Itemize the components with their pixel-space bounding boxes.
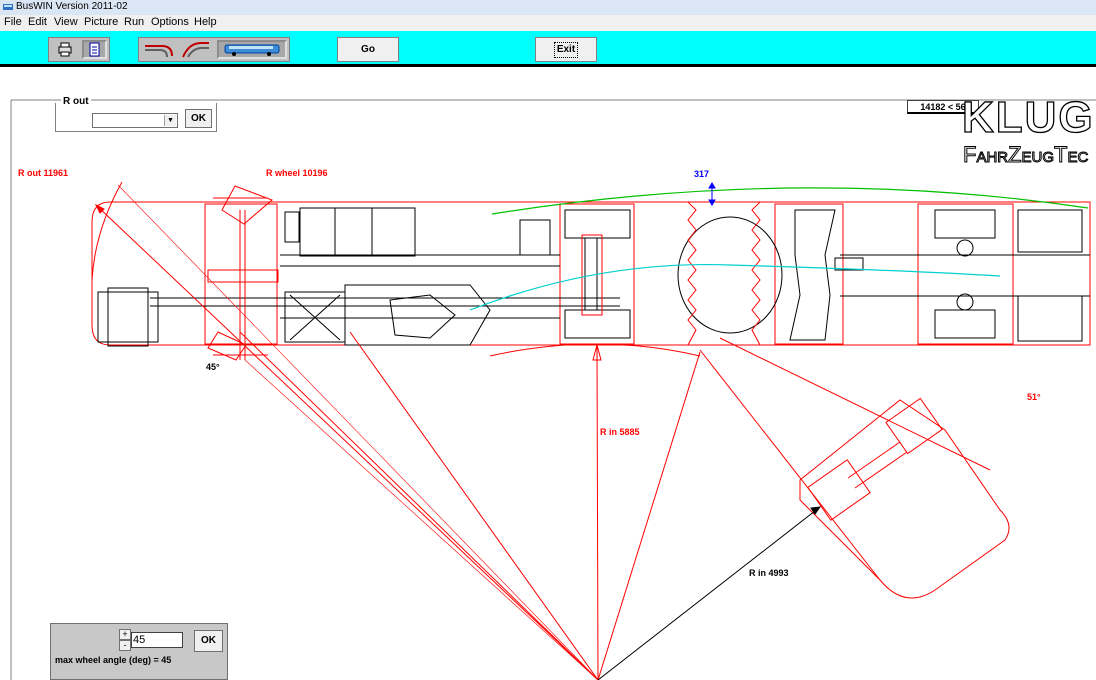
menu-edit[interactable]: Edit (28, 16, 47, 28)
menu-file[interactable]: File (4, 16, 22, 28)
go-label: Go (361, 44, 375, 55)
r-out-ok-button[interactable]: OK (185, 109, 212, 128)
curve-path-alt-button[interactable] (179, 40, 213, 59)
bus-icon (224, 44, 280, 56)
curve-path-button[interactable] (142, 40, 176, 59)
wheel-angle-panel: + - 45 OK max wheel angle (deg) = 45 (50, 623, 228, 680)
offset-arrow (708, 182, 716, 206)
r-wheel-label: R wheel 10196 (266, 168, 328, 178)
radius-readout: 14182 < 56 (907, 100, 979, 114)
offset-label: 317 (694, 169, 710, 179)
r-out-legend: R out (61, 96, 91, 107)
articulation-bellows (207, 185, 761, 361)
r-in-label-1: R in 5885 (600, 427, 640, 437)
r-out-select[interactable]: ▼ (92, 113, 178, 128)
inner-radius-arrow (597, 506, 822, 680)
outer-trajectory (491, 187, 1089, 215)
print-button[interactable] (53, 40, 77, 59)
print-icon (58, 42, 72, 57)
exit-button[interactable]: Exit (535, 37, 597, 62)
go-button[interactable]: Go (337, 37, 399, 62)
rear-angle-label: 51° (1027, 392, 1041, 402)
menu-bar: File Edit View Picture Run Options Help (0, 15, 1096, 31)
trailer-section (699, 337, 1010, 599)
r-out-label: R out 11961 (18, 168, 69, 178)
menu-help[interactable]: Help (194, 16, 217, 28)
wheel-angle-status: max wheel angle (deg) = 45 (55, 655, 172, 665)
inner-trajectory (469, 263, 1001, 311)
menu-picture[interactable]: Picture (84, 16, 119, 28)
app-icon (3, 4, 13, 10)
wheel-angle-ok-button[interactable]: OK (194, 630, 223, 652)
curve-path-icon (145, 45, 173, 58)
decrement-button[interactable]: - (119, 640, 131, 651)
chevron-down-icon[interactable]: ▼ (164, 115, 176, 126)
logo-fahrzeugtec: FahrZeugTec (962, 142, 1089, 167)
view-tool-group (138, 37, 290, 62)
document-button[interactable] (82, 40, 107, 59)
chassis-detail (97, 207, 1090, 347)
drawing-canvas (10, 99, 1096, 680)
curve-path-alt-icon (182, 42, 209, 58)
vehicle-outline (91, 201, 1091, 346)
menu-options[interactable]: Options (151, 16, 189, 28)
menu-run[interactable]: Run (124, 16, 145, 28)
turning-radii (91, 181, 701, 680)
toolbar: Go Exit (0, 31, 1096, 67)
window-title: BusWIN Version 2011-02 (16, 1, 128, 12)
r-out-panel: R out ▼ OK (55, 96, 217, 132)
increment-button[interactable]: + (119, 629, 131, 640)
r-in-label-2: R in 4993 (749, 568, 789, 578)
menu-view[interactable]: View (54, 16, 78, 28)
front-angle-label: 45° (206, 362, 220, 372)
file-tool-group (48, 37, 110, 62)
exit-label: Exit (553, 42, 579, 58)
bus-view-button[interactable] (217, 40, 287, 59)
logo-klug: KLUG (961, 93, 1095, 142)
wheel-angle-input[interactable]: 45 (131, 632, 183, 648)
document-icon (89, 42, 100, 57)
title-bar: BusWIN Version 2011-02 (0, 0, 1096, 15)
